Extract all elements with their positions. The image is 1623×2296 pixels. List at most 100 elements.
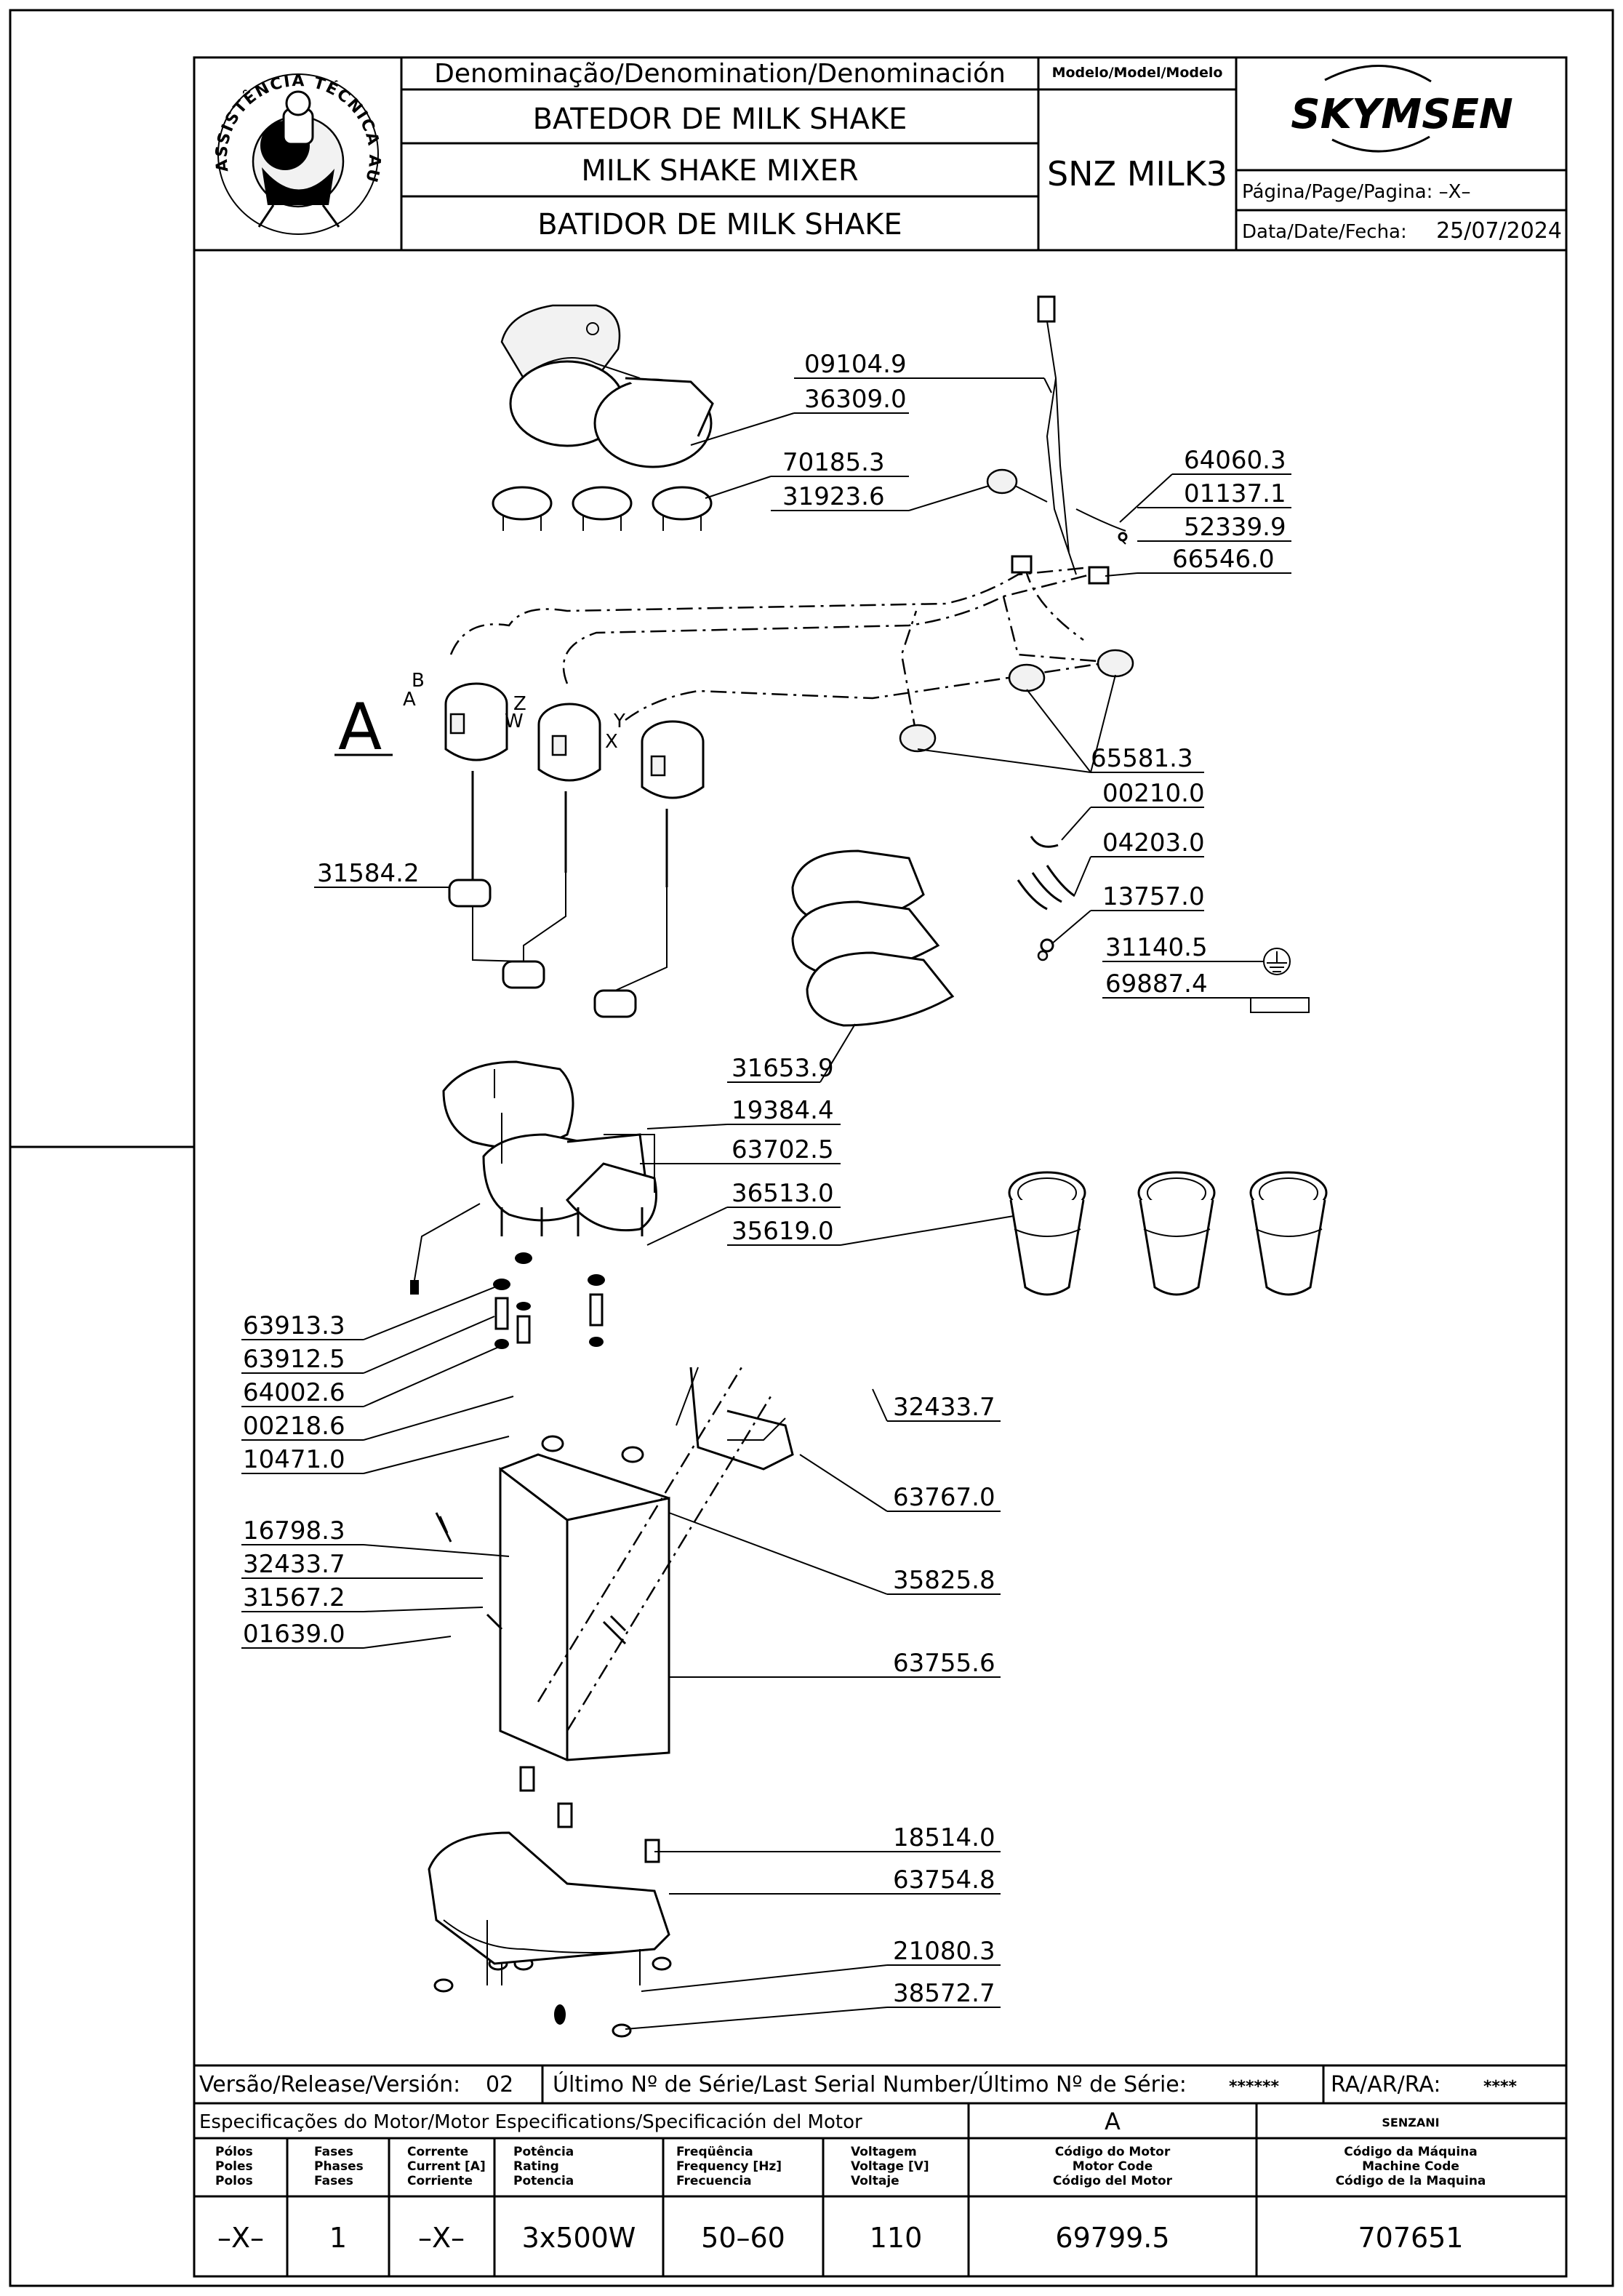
callout-leaders — [241, 377, 1291, 2030]
part-number: 01137.1 — [1184, 479, 1286, 508]
view-a-marker: A — [334, 689, 393, 764]
top-cover — [500, 304, 714, 468]
part-number: 10471.0 — [243, 1445, 345, 1474]
model-value: SNZ MILK3 — [1047, 154, 1227, 193]
svg-text:Código do Motor: Código do Motor — [1055, 2145, 1171, 2159]
wire-letter: Z — [513, 693, 526, 715]
title-block: ASSISTÊNCIA TÉCNICA AUTORIZADA Denominaç… — [0, 0, 1566, 252]
part-number-labels: 09104.9 36309.0 70185.3 31923.6 64060.3 … — [243, 350, 1286, 2008]
ra-value: **** — [1483, 2078, 1518, 2096]
upper-base — [442, 1060, 657, 1232]
part-number: 19384.4 — [732, 1096, 834, 1125]
part-number: 36309.0 — [804, 385, 907, 414]
frequency-value: 50–60 — [701, 2222, 785, 2254]
current-value: –X– — [418, 2222, 465, 2254]
spec-column-poles: Pólos Poles Polos –X– — [215, 2145, 264, 2254]
view-label: A — [338, 689, 382, 764]
part-number: 64060.3 — [1184, 446, 1286, 475]
wiring-harness — [449, 555, 1113, 735]
cups — [1008, 1171, 1328, 1296]
inner-border — [193, 56, 1568, 2278]
part-number: 63755.6 — [893, 1649, 995, 1678]
spec-column-phases: Fases Phases Fases 1 — [314, 2145, 364, 2254]
voltage-value: 110 — [870, 2222, 923, 2254]
part-number: 31584.2 — [317, 859, 420, 888]
spec-footer: Versão/Release/Versión: 02 Último Nº de … — [194, 2064, 1566, 2276]
page-label: Página/Page/Pagina: –X– — [1242, 181, 1470, 203]
serial-value: ****** — [1229, 2078, 1280, 2096]
svg-text:Voltage [V]: Voltage [V] — [851, 2159, 929, 2174]
part-number: 21080.3 — [893, 1937, 995, 1966]
drip-trays — [791, 849, 955, 1027]
part-number: 69887.4 — [1105, 969, 1208, 999]
column-housing — [435, 1367, 794, 1761]
part-number: 31653.9 — [732, 1054, 834, 1083]
wire-letter: X — [605, 731, 618, 753]
wire-letters: B A Z W Y X — [403, 670, 625, 753]
wire-letter: W — [505, 711, 524, 732]
spec-column-frequency: Freqüência Frequency [Hz] Frecuencia 50–… — [676, 2145, 785, 2254]
motors — [444, 682, 705, 895]
part-number: 16798.3 — [243, 1516, 345, 1545]
machine-code-value: 707651 — [1358, 2222, 1463, 2254]
part-number: 38572.7 — [893, 1979, 995, 2008]
part-number: 35619.0 — [732, 1217, 834, 1246]
part-number: 00210.0 — [1102, 779, 1205, 808]
denomination-label: Denominação/Denomination/Denominación — [434, 59, 1006, 89]
part-number: 66546.0 — [1172, 545, 1275, 574]
motor-code-value: 69799.5 — [1055, 2222, 1169, 2254]
svg-text:Código del Motor: Código del Motor — [1053, 2174, 1173, 2188]
svg-text:Phases: Phases — [314, 2159, 364, 2174]
part-number: 00218.6 — [243, 1412, 345, 1441]
part-number: 32433.7 — [893, 1393, 995, 1422]
wire-letter: B — [412, 670, 425, 692]
part-number: 63754.8 — [893, 1865, 995, 1895]
part-number: 01639.0 — [243, 1620, 345, 1649]
maker-name: SENZANI — [1382, 2116, 1439, 2129]
name-en: MILK SHAKE MIXER — [581, 154, 858, 188]
part-number: 63913.3 — [243, 1311, 345, 1340]
spacers-and-screws — [410, 1203, 644, 1349]
part-number: 65581.3 — [1091, 744, 1193, 773]
svg-text:Frequency [Hz]: Frequency [Hz] — [676, 2159, 782, 2174]
spec-column-motor-code: Código do Motor Motor Code Código del Mo… — [1053, 2145, 1173, 2254]
date-value: 25/07/2024 — [1436, 218, 1562, 244]
wire-letter: Y — [613, 711, 625, 732]
name-pt: BATEDOR DE MILK SHAKE — [533, 103, 907, 136]
small-hardware — [1017, 836, 1310, 1013]
ra-label: RA/AR/RA: — [1331, 2072, 1440, 2097]
svg-text:Voltagem: Voltagem — [851, 2145, 917, 2159]
model-label: Modelo/Model/Modelo — [1052, 65, 1223, 81]
spec-column-rating: Potência Rating Potencia 3x500W — [513, 2145, 636, 2254]
rating-value: 3x500W — [522, 2222, 636, 2254]
caps — [492, 486, 713, 531]
part-number: 09104.9 — [804, 350, 907, 379]
part-number: 31567.2 — [243, 1583, 345, 1612]
svg-text:Pólos: Pólos — [215, 2145, 253, 2159]
capacitors — [899, 649, 1134, 753]
svg-text:Potência: Potência — [513, 2145, 574, 2159]
svg-text:Polos: Polos — [215, 2174, 253, 2188]
part-number: 31140.5 — [1105, 933, 1208, 962]
spec-column-voltage: Voltagem Voltage [V] Voltaje 110 — [851, 2145, 929, 2254]
brand-logo: SKYMSEN — [1291, 65, 1513, 153]
svg-text:Voltaje: Voltaje — [851, 2174, 899, 2188]
part-number: 63912.5 — [243, 1345, 345, 1374]
serial-label: Último Nº de Série/Last Serial Number/Úl… — [553, 2071, 1187, 2097]
phases-value: 1 — [329, 2222, 347, 2254]
poles-value: –X– — [217, 2222, 264, 2254]
part-number: 64002.6 — [243, 1378, 345, 1407]
date-label: Data/Date/Fecha: — [1242, 221, 1407, 243]
part-number: 13757.0 — [1102, 882, 1205, 911]
svg-text:Motor Code: Motor Code — [1073, 2159, 1153, 2174]
part-number: 63702.5 — [732, 1135, 834, 1164]
authorized-service-seal-icon: ASSISTÊNCIA TÉCNICA AUTORIZADA — [0, 0, 382, 235]
spec-column-machine-code: Código da Máquina Machine Code Código de… — [1336, 2145, 1486, 2254]
base-plate — [428, 1831, 670, 1985]
part-number: 35825.8 — [893, 1566, 995, 1595]
svg-text:Código de la Maquina: Código de la Maquina — [1336, 2174, 1486, 2188]
brand-name: SKYMSEN — [1291, 91, 1512, 138]
svg-text:Fases: Fases — [314, 2145, 353, 2159]
power-cord — [986, 295, 1128, 575]
couplings — [448, 873, 668, 1018]
